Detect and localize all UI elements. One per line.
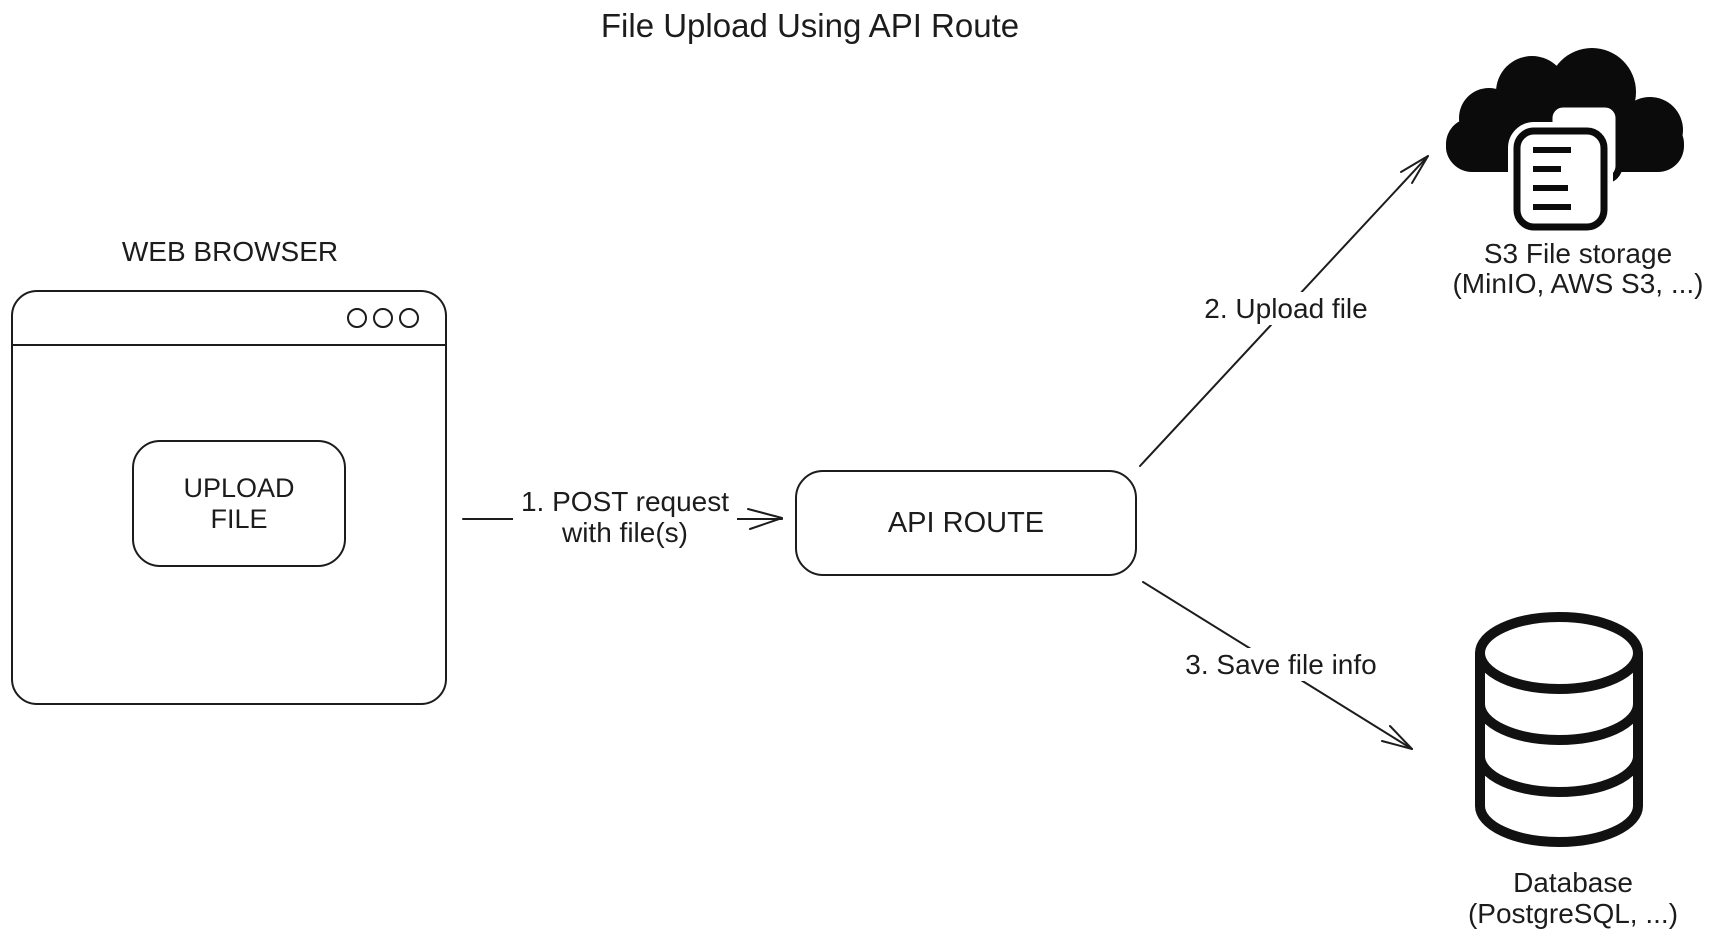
page-title: File Upload Using API Route bbox=[600, 7, 1020, 44]
cloud-with-files-icon bbox=[1446, 48, 1684, 236]
database-cylinder-icon bbox=[1475, 612, 1643, 847]
browser-titlebar bbox=[13, 292, 445, 346]
edge-label-post-request: 1. POST request with file(s) bbox=[513, 485, 737, 549]
window-control-icon bbox=[373, 308, 393, 328]
database-label: Database (PostgreSQL, ...) bbox=[1467, 867, 1679, 929]
edge-label-upload-file: 2. Upload file bbox=[1196, 292, 1376, 325]
arrowhead-up-right-icon bbox=[1400, 155, 1429, 184]
window-control-icon bbox=[347, 308, 367, 328]
api-route-box: API ROUTE bbox=[795, 470, 1137, 576]
s3-storage-label: S3 File storage (MinIO, AWS S3, ...) bbox=[1452, 238, 1704, 299]
upload-file-button[interactable]: UPLOAD FILE bbox=[132, 440, 346, 567]
file-documents-icon bbox=[1508, 100, 1623, 236]
arrowhead-right-icon bbox=[747, 508, 783, 530]
window-control-icon bbox=[399, 308, 419, 328]
arrowhead-down-right-icon bbox=[1381, 725, 1413, 750]
edge-label-save-file-info: 3. Save file info bbox=[1177, 648, 1385, 681]
web-browser-label: WEB BROWSER bbox=[121, 236, 339, 267]
api-route-label: API ROUTE bbox=[887, 506, 1045, 539]
